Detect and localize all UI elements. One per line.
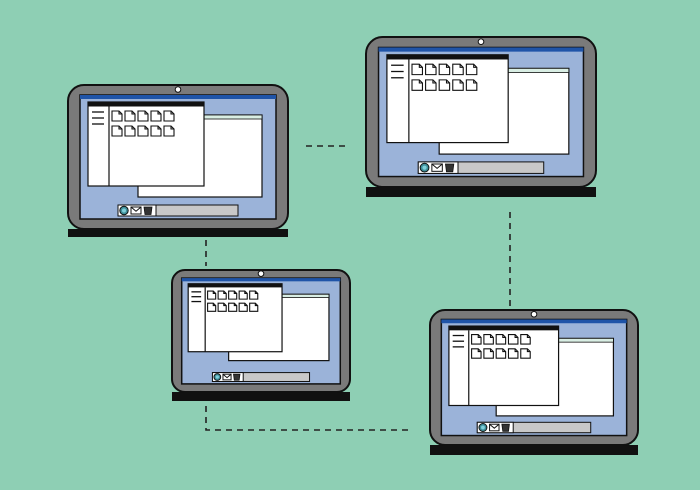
file-icon [507,348,519,359]
file-icon [111,125,123,137]
file-icon [452,79,464,91]
webcam-icon [477,38,485,46]
file-icon [483,334,494,345]
app-icon-inner [122,208,126,213]
mail-icon [130,206,142,215]
file-icon [228,290,238,300]
app-icon-inner [481,425,485,430]
trash-icon [233,373,241,381]
file-icon [452,63,464,76]
file-icon [150,125,162,137]
file-icon [507,334,519,345]
webcam-icon [174,86,182,93]
file-icon [495,348,507,359]
laptop-base [366,187,596,197]
file-icon [124,125,136,137]
taskbar [117,204,239,217]
trash-icon [501,423,510,432]
file-icon [520,348,531,359]
mail-icon-flap [222,373,232,379]
desktop-top-bar [80,95,276,99]
file-icon [238,290,248,300]
file-icon [228,302,238,312]
webcam-icon [257,270,265,277]
mail-icon-flap [431,163,443,170]
laptop-bottom-left [171,269,351,401]
file-icon [124,110,136,122]
file-icon [163,110,175,122]
trash-icon [444,163,455,173]
taskbar [417,161,545,174]
mail-icon [489,423,500,432]
file-icon [207,302,217,312]
file-icon [465,79,478,91]
file-icon [137,110,149,122]
laptop-top-left [67,84,289,237]
file-icon [163,125,175,137]
mail-icon-flap [130,206,142,212]
file-icon [249,290,259,300]
laptop-bottom-right [429,309,639,455]
file-icon [217,302,227,312]
window-title-bar [386,54,509,60]
desktop-top-bar [441,319,627,324]
file-icon [438,79,451,91]
file-icon [217,290,227,300]
file-icon [425,63,437,76]
file-icon [137,125,149,137]
screen [79,94,277,220]
file-icon [471,334,482,345]
file-icon [471,348,482,359]
trash-icon [143,206,153,215]
window-title-bar [88,102,204,107]
file-icon [495,334,507,345]
file-icon [238,302,248,312]
file-icon [425,79,437,91]
file-icon [111,110,123,122]
file-icon [207,290,217,300]
app-icon-inner [422,165,427,170]
screen [377,46,585,178]
file-icon [411,79,424,91]
screen [440,318,628,437]
laptop-top-right [365,36,597,197]
desktop-top-bar [181,278,341,282]
file-icon [483,348,494,359]
dashed-connection [205,406,408,431]
laptop-base [172,392,350,401]
desktop-top-bar [378,47,584,52]
screen [180,277,342,385]
laptop-base [68,229,288,237]
window-title-bar [448,326,559,331]
laptop-base [430,445,638,455]
file-icon [249,302,259,312]
file-icon [520,334,531,345]
file-icon [465,63,478,76]
app-icon-inner [215,375,219,379]
webcam-icon [530,310,538,318]
mail-icon-flap [489,423,500,429]
mail-icon [431,163,443,172]
taskbar [211,372,311,382]
file-icon [411,63,424,76]
file-icon [438,63,451,76]
laptops-group [67,36,639,455]
taskbar [476,421,592,434]
window-title-bar [188,283,283,288]
file-icon [150,110,162,122]
network-connections [205,145,511,431]
